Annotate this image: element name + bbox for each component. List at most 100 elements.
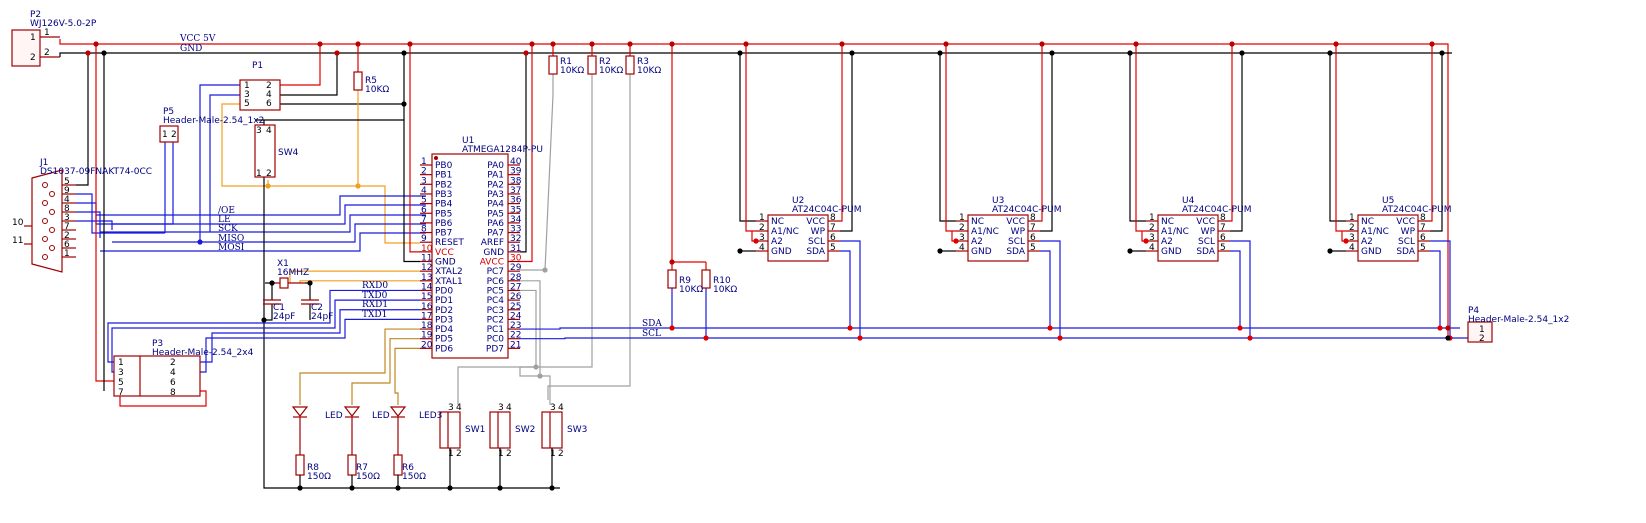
net-label-sda: SDA (642, 319, 662, 329)
junction-dot (447, 485, 453, 491)
p1-vcc-wire (280, 44, 321, 86)
u1-pin-num: 12 (421, 263, 432, 273)
junction-dot (669, 41, 675, 47)
u1-pin-name: RESET (435, 238, 464, 248)
net-label-le: LE (218, 215, 231, 225)
eeprom-pin-num: 2 (959, 223, 965, 233)
u1-pin-num: 38 (510, 176, 522, 186)
p1-gnd-wire (280, 53, 338, 96)
u1-pin-name: PB1 (435, 171, 452, 181)
j1-pin-hole (42, 182, 48, 188)
c2-value: 24pF (311, 312, 333, 322)
oe-net (96, 195, 426, 216)
r7-value: 150Ω (356, 472, 380, 482)
switch-pin-num: 1 (448, 449, 454, 459)
j1-pin-num: 3 (64, 213, 70, 223)
u1-pin-num: 10 (421, 244, 433, 254)
eeprom-value: AT24C04C-PUM (792, 205, 861, 215)
pc6-net (520, 280, 541, 376)
eeprom-scl (1430, 240, 1451, 338)
eeprom-pin-name: WP (811, 227, 826, 237)
eeprom-pin-name: GND (1161, 247, 1182, 257)
u1-pin-num: 7 (421, 215, 427, 225)
u1-pin-num: 33 (510, 225, 521, 235)
r2-body (587, 55, 597, 75)
junction-dot (943, 41, 949, 47)
eeprom-pin-name: SCL (1398, 237, 1415, 247)
switch-ref: SW1 (465, 425, 485, 435)
p5-value: Header-Male-2.54_1x2 (163, 116, 264, 126)
eeprom-a1 (945, 44, 956, 232)
p4-value: Header-Male-2.54_1x2 (1468, 315, 1569, 325)
junction-dot (1127, 50, 1133, 56)
p2-body (11, 29, 41, 67)
eeprom-wp (1430, 53, 1443, 232)
eeprom-sda (1040, 250, 1051, 328)
junction-dot (849, 50, 855, 56)
u1-pin-num: 5 (421, 196, 427, 206)
led-resistor (347, 454, 357, 476)
eeprom-sda (1430, 250, 1441, 328)
junction-dot (93, 41, 99, 47)
p2-pin-num: 1 (44, 28, 50, 38)
r2-net (519, 74, 593, 405)
sw4-pin-num: 4 (266, 126, 272, 136)
eeprom-pin-num: 7 (1030, 223, 1036, 233)
u1-pin-num: 36 (510, 196, 522, 206)
miso-net (112, 223, 426, 243)
u4-body (1157, 214, 1219, 262)
u1-pin-num: 2 (421, 167, 427, 177)
u1-pin-name: PA7 (487, 229, 504, 239)
eeprom-pin-num: 4 (1149, 243, 1155, 253)
j1-pin-hole (42, 218, 48, 224)
eeprom-ref: U4 (1182, 196, 1195, 206)
junction-dot (743, 41, 749, 47)
eeprom-ref: U2 (792, 196, 804, 206)
p1-pin-num: 4 (266, 90, 272, 100)
eeprom-pin-num: 1 (1349, 213, 1355, 223)
eeprom-pin-name: SDA (1396, 247, 1415, 257)
junction-dot (1143, 238, 1149, 244)
eeprom-pin-num: 8 (830, 213, 836, 223)
eeprom-pin-name: VCC (1006, 217, 1025, 227)
switch-pin-num: 3 (498, 403, 504, 413)
scl-bus (520, 337, 1468, 340)
switch-pin-num: 1 (498, 449, 504, 459)
eeprom-pin-num: 2 (1349, 223, 1355, 233)
u1-pin-name: PA3 (487, 190, 504, 200)
u3-body (967, 214, 1029, 262)
u1-pin-name: PC2 (487, 315, 504, 325)
r2-ref: R2 (599, 57, 611, 67)
p2-pin-num: 2 (44, 48, 50, 58)
junction-dot (401, 101, 407, 107)
c1-bot (264, 304, 273, 321)
switch-pin-num: 4 (506, 403, 512, 413)
j1-pin-hole (42, 200, 48, 206)
r5-ref: R5 (365, 76, 377, 86)
u1-pin-num: 19 (421, 331, 433, 341)
switch-pin-num: 4 (456, 403, 462, 413)
junction-dot (101, 50, 107, 56)
junction-dot (334, 50, 340, 56)
u1-pin-num: 13 (421, 273, 432, 283)
p4-pin-num: 1 (1479, 325, 1485, 335)
u1-pin-name: PA0 (487, 161, 504, 171)
net-label-sck: SCK (218, 224, 238, 234)
junction-dot (937, 248, 943, 254)
j1-pin-num: 9 (64, 186, 70, 196)
j1-ref: J1 (39, 158, 48, 168)
switch-pin-num: 4 (558, 403, 564, 413)
u1-pin-num: 14 (421, 282, 433, 292)
u1-pin-name: PD7 (486, 344, 504, 354)
sda-bus (520, 327, 1460, 330)
eeprom-pin-num: 4 (1349, 243, 1355, 253)
u1-pin-num: 31 (510, 244, 521, 254)
eeprom-gnd (1129, 53, 1146, 222)
eeprom-value: AT24C04C-PUM (1382, 205, 1451, 215)
eeprom-pin-name: WP (1401, 227, 1416, 237)
net-label-txd1: TXD1 (362, 310, 387, 320)
u1-pin-num: 27 (510, 282, 521, 292)
eeprom-pin-name: A2 (771, 237, 783, 247)
p2-pin-num: 1 (30, 33, 36, 43)
eeprom-pin-name: VCC (806, 217, 825, 227)
